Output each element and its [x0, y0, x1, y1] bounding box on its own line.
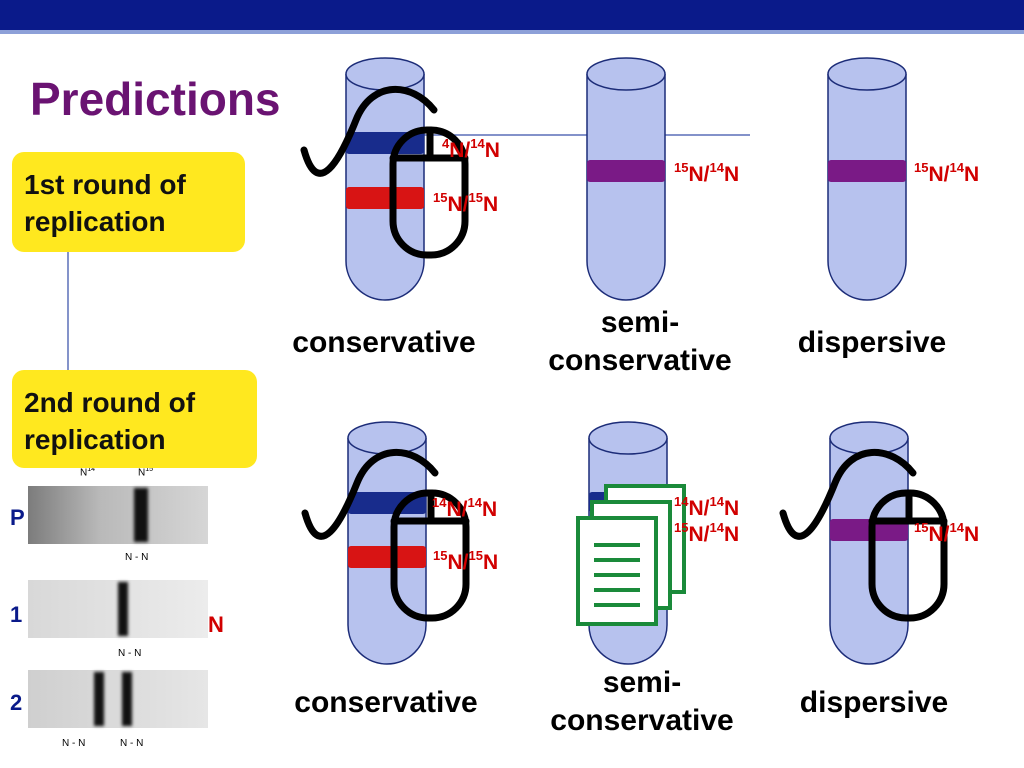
- gel-lane-2-letter: 2: [10, 690, 23, 715]
- label-semi-line1: semi-: [600, 306, 680, 339]
- band-15n14n: [587, 160, 665, 182]
- page-title: Predictions: [30, 73, 281, 125]
- top-bar: [0, 0, 1024, 34]
- label-dispersive-2: dispersive: [799, 686, 949, 719]
- callout-round-2-text: 2nd round of replication: [24, 387, 196, 455]
- label-semi-line1: semi-: [602, 666, 682, 699]
- band-label-semi-top-2: 14N/14N: [674, 494, 740, 520]
- band-label-conservative-bottom-2: 15N/15N: [433, 548, 499, 574]
- gel-top-n14-label: N14: [80, 466, 96, 479]
- band-label-semi-bottom-2: 15N/14N: [674, 520, 740, 546]
- label-conservative-1: conservative: [292, 326, 476, 359]
- gel-lane-2-caption-left: N - N: [62, 738, 86, 749]
- mouse-click-icon: [779, 448, 948, 622]
- band-label-semi-1: 15N/14N: [674, 160, 740, 186]
- gel-lane-p: [28, 486, 208, 544]
- gel-band: [134, 488, 148, 542]
- gel-lane-1: [28, 580, 208, 638]
- tube-dispersive-1: [827, 57, 907, 301]
- band-label-dispersive-1: 15N/14N: [914, 160, 980, 186]
- gel-band: [122, 672, 132, 726]
- tube-semiconservative-1: [586, 57, 666, 301]
- callout-round-1-text: 1st round of replication: [24, 169, 186, 237]
- gel-lane-p-letter: P: [10, 505, 25, 530]
- callout-round-1: 1st round of replication: [12, 152, 245, 252]
- gel-lane-2-caption-right: N - N: [120, 738, 144, 749]
- mouse-click-icon: [301, 448, 470, 622]
- gel-band: [118, 582, 128, 636]
- band-label-conservative-top-2: 14N/14N: [432, 495, 498, 521]
- band-label-dispersive-2: 15N/14N: [914, 520, 980, 546]
- band-15n15n: [346, 187, 424, 209]
- band-15n15n: [348, 546, 426, 568]
- label-dispersive-1: dispersive: [797, 326, 947, 359]
- band-15n14n: [828, 160, 906, 182]
- label-semi-line2: conservative: [550, 704, 734, 737]
- gel-band: [94, 672, 104, 726]
- label-semiconservative-1: semi- conservative: [520, 304, 760, 380]
- callout-round-2: 2nd round of replication: [12, 370, 257, 468]
- gel-lane-p-caption: N - N: [125, 552, 149, 563]
- label-semi-line2: conservative: [548, 344, 732, 377]
- document-stack-icon: [576, 484, 686, 626]
- gel-top-n15-label: N15: [138, 466, 154, 479]
- gel-lane-1-letter: 1: [10, 602, 23, 627]
- band-label-conservative-bottom-1: 15N/15N: [433, 190, 499, 216]
- partial-red-letter: N: [208, 612, 224, 637]
- band-label-conservative-top-1: 4N/14N: [442, 136, 500, 162]
- gel-lane-2: [28, 670, 208, 728]
- label-semiconservative-2: semi- conservative: [522, 664, 762, 740]
- mouse-click-icon: [300, 85, 469, 259]
- label-conservative-2: conservative: [294, 686, 478, 719]
- gel-lane-1-caption: N - N: [118, 648, 142, 659]
